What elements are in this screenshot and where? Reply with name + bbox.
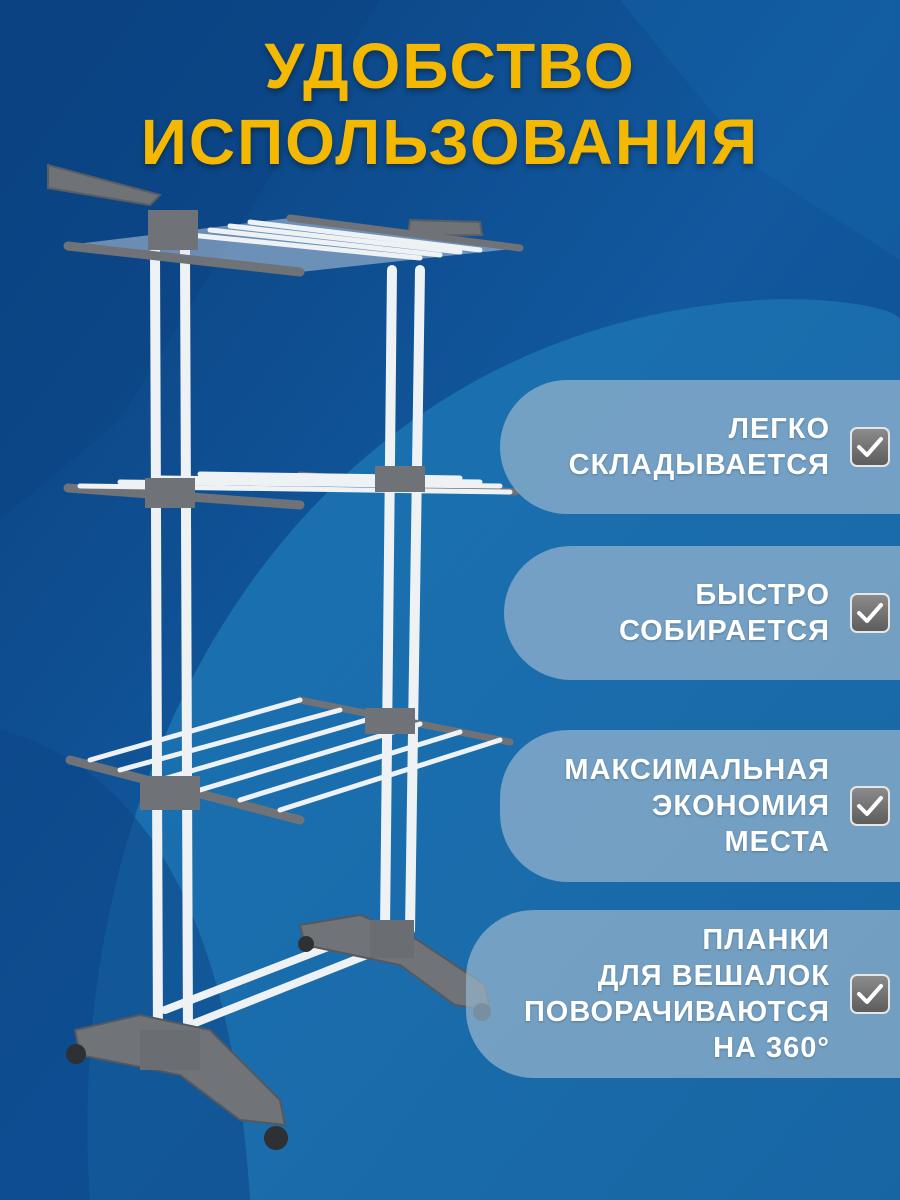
feature-text: МАКСИМАЛЬНАЯ ЭКОНОМИЯ МЕСТА	[564, 752, 830, 860]
checkmark-icon	[850, 593, 890, 633]
feature-line: ДЛЯ ВЕШАЛОК	[597, 960, 830, 992]
feature-line: НА 360°	[713, 1032, 830, 1064]
feature-pill-space-saving: МАКСИМАЛЬНАЯ ЭКОНОМИЯ МЕСТА	[500, 730, 900, 882]
page-title: УДОБСТВО ИСПОЛЬЗОВАНИЯ	[0, 28, 900, 180]
checkmark-icon	[850, 974, 890, 1014]
feature-pill-assembles: БЫСТРО СОБИРАЕТСЯ	[504, 546, 900, 680]
feature-line: БЫСТРО	[695, 579, 830, 611]
drying-rack-image	[47, 163, 524, 1150]
feature-line: ЛЕГКО	[728, 413, 830, 445]
feature-line: СКЛАДЫВАЕТСЯ	[568, 449, 830, 481]
feature-text: БЫСТРО СОБИРАЕТСЯ	[619, 577, 830, 649]
title-line-2: ИСПОЛЬЗОВАНИЯ	[140, 106, 760, 178]
hook-left	[47, 163, 162, 207]
feature-text: ЛЕГКО СКЛАДЫВАЕТСЯ	[569, 411, 830, 483]
checkmark-icon	[850, 427, 890, 467]
feature-pill-folds: ЛЕГКО СКЛАДЫВАЕТСЯ	[500, 380, 900, 514]
title-line-1: УДОБСТВО	[264, 30, 636, 102]
feature-line: МЕСТА	[724, 826, 830, 858]
checkmark-icon	[850, 786, 890, 826]
feature-line: МАКСИМАЛЬНАЯ	[564, 754, 830, 786]
feature-line: СОБИРАЕТСЯ	[618, 615, 830, 647]
feature-line: ПЛАНКИ	[702, 924, 830, 956]
feature-text: ПЛАНКИ ДЛЯ ВЕШАЛОК ПОВОРАЧИВАЮТСЯ НА 360…	[524, 922, 830, 1066]
feature-pill-rotating-bars: ПЛАНКИ ДЛЯ ВЕШАЛОК ПОВОРАЧИВАЮТСЯ НА 360…	[466, 910, 900, 1078]
feature-line: ЭКОНОМИЯ	[651, 790, 830, 822]
feature-line: ПОВОРАЧИВАЮТСЯ	[523, 996, 830, 1028]
